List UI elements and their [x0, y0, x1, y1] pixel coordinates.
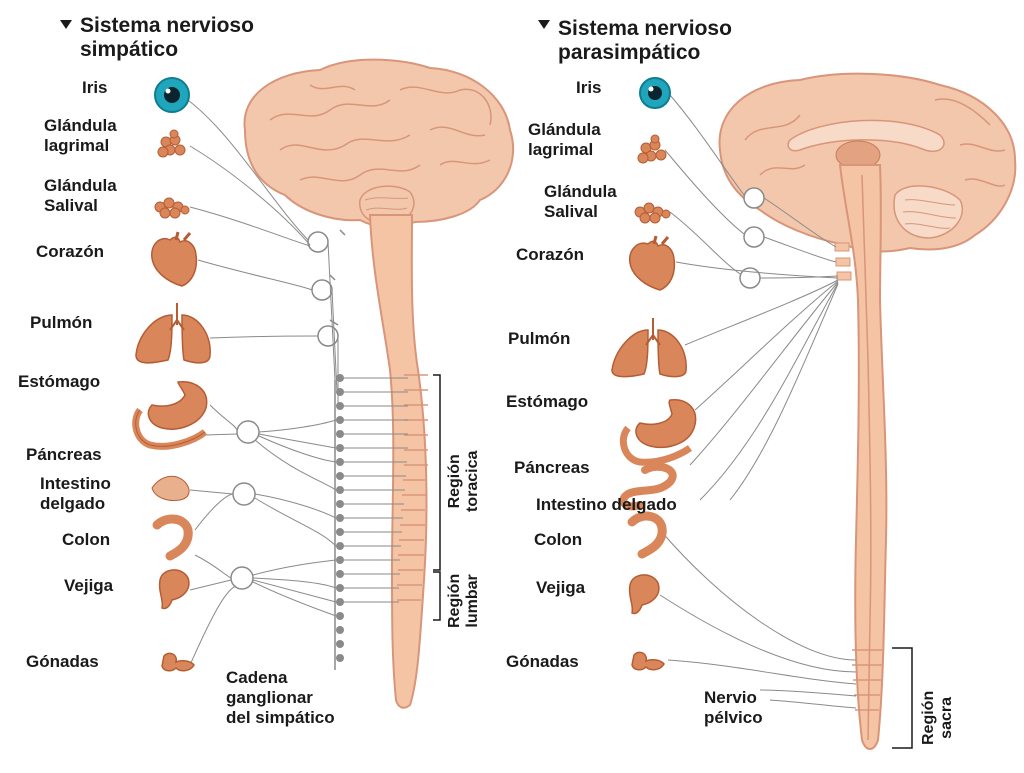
parasympathetic-lacrimal-icon: [638, 135, 666, 163]
parasympathetic-label-small-intestine: Intestino delgado: [536, 495, 677, 515]
parasympathetic-label-colon: Colon: [534, 530, 582, 550]
parasympathetic-label-sacral-region: Región sacra: [920, 691, 956, 745]
sympathetic-label-lumbar-region: Región lumbar: [446, 574, 482, 628]
parasympathetic-label-iris: Iris: [576, 78, 602, 98]
parasympathetic-title-arrow-icon: [538, 20, 550, 29]
sympathetic-small-intestine-icon: [152, 476, 189, 500]
sympathetic-label-colon: Colon: [62, 530, 110, 550]
sympathetic-label-ganglion-chain: Cadena ganglionar del simpático: [226, 668, 335, 728]
sympathetic-lung-icon: [136, 315, 210, 363]
sympathetic-stomach-icon: [148, 382, 206, 429]
sympathetic-title: Sistema nervioso simpático: [80, 14, 254, 62]
parasympathetic-stomach-icon: [636, 400, 696, 448]
sympathetic-salivary-icon: [155, 198, 189, 218]
sympathetic-region-brackets: [433, 375, 440, 620]
parasympathetic-label-lacrimal: Glándula lagrimal: [528, 120, 601, 160]
parasympathetic-title: Sistema nervioso parasimpático: [558, 17, 732, 65]
parasympathetic-label-lung: Pulmón: [508, 329, 570, 349]
parasympathetic-heart-icon: [630, 241, 675, 290]
sympathetic-organs: [136, 78, 211, 671]
parasympathetic-salivary-icon: [635, 203, 670, 223]
parasympathetic-label-bladder: Vejiga: [536, 578, 585, 598]
sympathetic-label-lung: Pulmón: [30, 313, 92, 333]
parasympathetic-label-pancreas: Páncreas: [514, 458, 590, 478]
sympathetic-label-small-intestine: Intestino delgado: [40, 474, 111, 514]
sympathetic-lacrimal-icon: [158, 130, 185, 157]
sympathetic-label-stomach: Estómago: [18, 372, 100, 392]
sympathetic-label-lacrimal: Glándula lagrimal: [44, 116, 117, 156]
sympathetic-label-pancreas: Páncreas: [26, 445, 102, 465]
parasympathetic-bladder-icon: [630, 575, 659, 614]
parasympathetic-spinal-cord: [840, 165, 886, 749]
sympathetic-label-gonads: Gónadas: [26, 652, 99, 672]
sympathetic-label-heart: Corazón: [36, 242, 104, 262]
sympathetic-gonads-icon: [162, 653, 194, 670]
parasympathetic-organs: [612, 78, 696, 670]
parasympathetic-gonads-icon: [632, 652, 664, 669]
sympathetic-label-thoracic-region: Región toracica: [446, 451, 482, 512]
sympathetic-heart-icon: [152, 237, 197, 286]
sympathetic-bladder-icon: [160, 570, 189, 609]
sympathetic-colon-icon: [157, 519, 188, 556]
parasympathetic-lung-icon: [612, 330, 686, 377]
sympathetic-title-arrow-icon: [60, 20, 72, 29]
parasympathetic-label-stomach: Estómago: [506, 392, 588, 412]
parasympathetic-sacral-bracket: [892, 648, 912, 748]
parasympathetic-label-pelvic-nerve: Nervio pélvico: [704, 688, 763, 728]
cranial-nerve-stubs: [835, 243, 851, 280]
parasympathetic-label-gonads: Gónadas: [506, 652, 579, 672]
ganglion-nodes: [336, 374, 344, 662]
parasympathetic-colon-icon: [632, 516, 662, 554]
sympathetic-label-bladder: Vejiga: [64, 576, 113, 596]
sympathetic-spinal-cord: [370, 215, 426, 708]
parasympathetic-label-heart: Corazón: [516, 245, 584, 265]
sympathetic-label-iris: Iris: [82, 78, 108, 98]
sympathetic-label-salivary: Glándula Salival: [44, 176, 117, 216]
parasympathetic-label-salivary: Glándula Salival: [544, 182, 617, 222]
